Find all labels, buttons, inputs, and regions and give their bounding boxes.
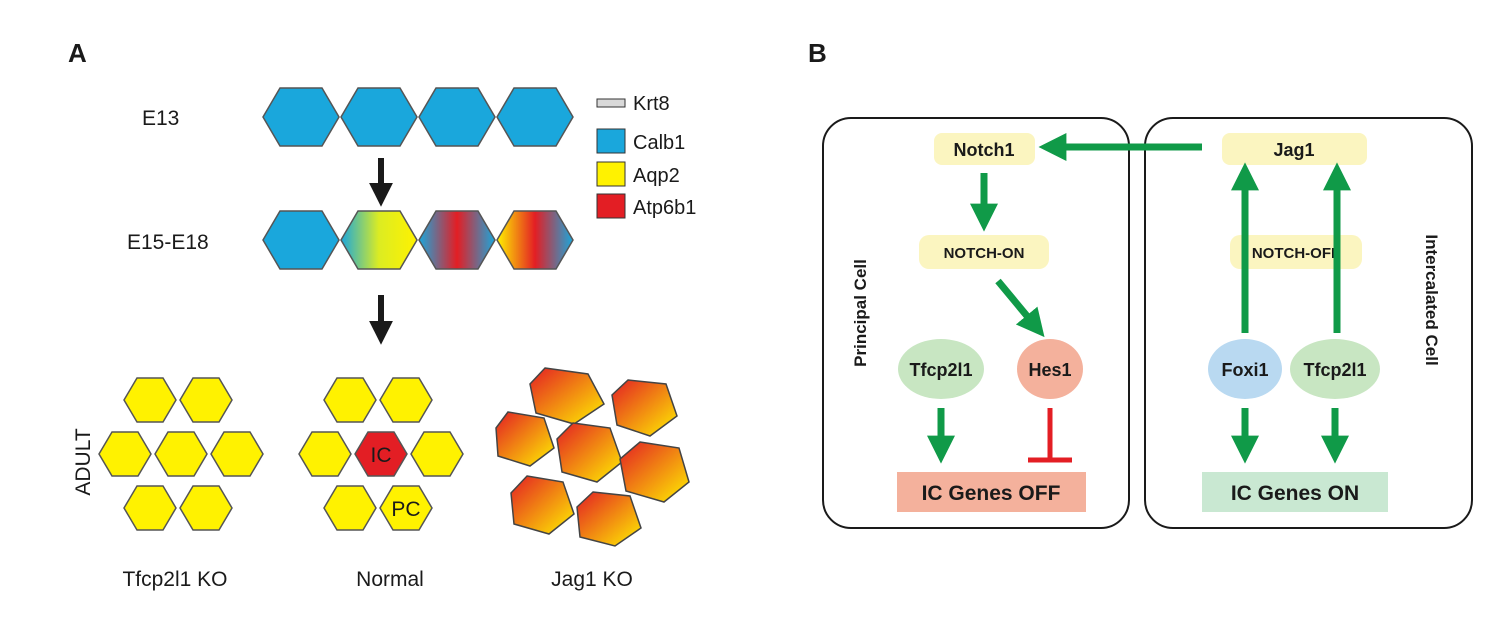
caption-tfcp2l1-ko: Tfcp2l1 KO xyxy=(122,568,227,591)
tfcp2l1-ko-cluster xyxy=(98,377,264,531)
ic-genes-off-label: IC Genes OFF xyxy=(922,482,1061,505)
intercalated-cell-box xyxy=(1144,117,1473,529)
adult-cell-pc xyxy=(323,377,377,423)
e13-cell xyxy=(418,87,496,147)
hes1-label: Hes1 xyxy=(1028,360,1071,380)
legend: Krt8 Calb1 Aqp2 Atp6b1 xyxy=(596,93,696,219)
legend-swatch-calb1 xyxy=(596,128,626,154)
inhibit-hes1-to-genes-off xyxy=(1028,408,1072,463)
caption-normal: Normal xyxy=(356,568,424,591)
adult-cell-pc xyxy=(179,377,233,423)
e13-cell xyxy=(262,87,340,147)
e15-cell-mixed xyxy=(496,210,574,270)
legend-swatch-aqp2 xyxy=(596,161,626,187)
adult-cell-pc xyxy=(410,431,464,477)
e13-cell xyxy=(496,87,574,147)
panel-a-letter: A xyxy=(68,38,87,68)
notch-off-node xyxy=(1230,235,1362,269)
legend-label-krt8: Krt8 xyxy=(633,93,670,115)
jag1-ko-cluster xyxy=(495,367,690,547)
ic-cell-label: IC xyxy=(371,444,392,467)
ic-genes-off-box xyxy=(897,472,1086,512)
adult-cell-ic xyxy=(354,431,408,477)
adult-cell-pc xyxy=(98,431,152,477)
stage-label-e13: E13 xyxy=(142,107,179,130)
adult-cell-pc xyxy=(379,377,433,423)
stage-label-e15-e18: E15-E18 xyxy=(127,231,209,254)
e13-cell-row xyxy=(262,87,574,147)
pc-cell-label: PC xyxy=(391,498,420,521)
arrow-notch-on-to-hes1 xyxy=(995,278,1045,338)
adult-cell-pc xyxy=(323,485,377,531)
adult-cell-pc-labeled xyxy=(379,485,433,531)
e15-cell-calb1-aqp2 xyxy=(340,210,418,270)
principal-cell-label: Principal Cell xyxy=(851,259,870,367)
legend-swatch-atp6b1 xyxy=(596,193,626,219)
scattered-cell xyxy=(619,441,690,503)
scattered-cell xyxy=(556,422,623,483)
scattered-cell xyxy=(576,491,642,547)
notch-off-label: NOTCH-OFF xyxy=(1252,245,1340,262)
ic-genes-on-label: IC Genes ON xyxy=(1231,482,1359,505)
tfcp2l1-intercalated-label: Tfcp2l1 xyxy=(1303,360,1366,380)
legend-label-aqp2: Aqp2 xyxy=(633,165,680,187)
tfcp2l1-intercalated-node xyxy=(1290,339,1380,399)
adult-cell-pc xyxy=(123,485,177,531)
tfcp2l1-principal-label: Tfcp2l1 xyxy=(909,360,972,380)
normal-cluster xyxy=(298,377,464,531)
e15-cell-calb1-atp6b1 xyxy=(418,210,496,270)
ic-genes-on-box xyxy=(1202,472,1388,512)
caption-jag1-ko: Jag1 KO xyxy=(551,568,633,591)
foxi1-node xyxy=(1208,339,1282,399)
scattered-cell xyxy=(529,367,605,425)
scattered-cell xyxy=(510,475,575,535)
adult-cell-pc xyxy=(298,431,352,477)
hes1-node xyxy=(1017,339,1083,399)
adult-cell-pc xyxy=(123,377,177,423)
tfcp2l1-principal-node xyxy=(898,339,984,399)
notch-on-node xyxy=(919,235,1049,269)
e13-cell xyxy=(340,87,418,147)
adult-cell-pc xyxy=(210,431,264,477)
scattered-cell xyxy=(495,411,555,467)
notch-on-label: NOTCH-ON xyxy=(944,245,1025,262)
foxi1-label: Foxi1 xyxy=(1221,360,1268,380)
principal-cell-box xyxy=(822,117,1130,529)
notch1-label: Notch1 xyxy=(953,140,1014,160)
legend-label-atp6b1: Atp6b1 xyxy=(633,197,696,219)
jag1-node xyxy=(1222,133,1367,165)
legend-swatch-krt8 xyxy=(596,98,626,108)
notch1-node xyxy=(934,133,1035,165)
e15-cell-row xyxy=(262,210,574,270)
adult-cell-pc xyxy=(154,431,208,477)
adult-cell-pc xyxy=(179,485,233,531)
stage-label-adult: ADULT xyxy=(72,428,95,495)
scattered-cell xyxy=(611,379,678,437)
intercalated-cell-label: Intercalated Cell xyxy=(1422,234,1441,365)
e15-cell-calb1 xyxy=(262,210,340,270)
jag1-label: Jag1 xyxy=(1273,140,1314,160)
panel-b-letter: B xyxy=(808,38,827,68)
legend-label-calb1: Calb1 xyxy=(633,132,685,154)
